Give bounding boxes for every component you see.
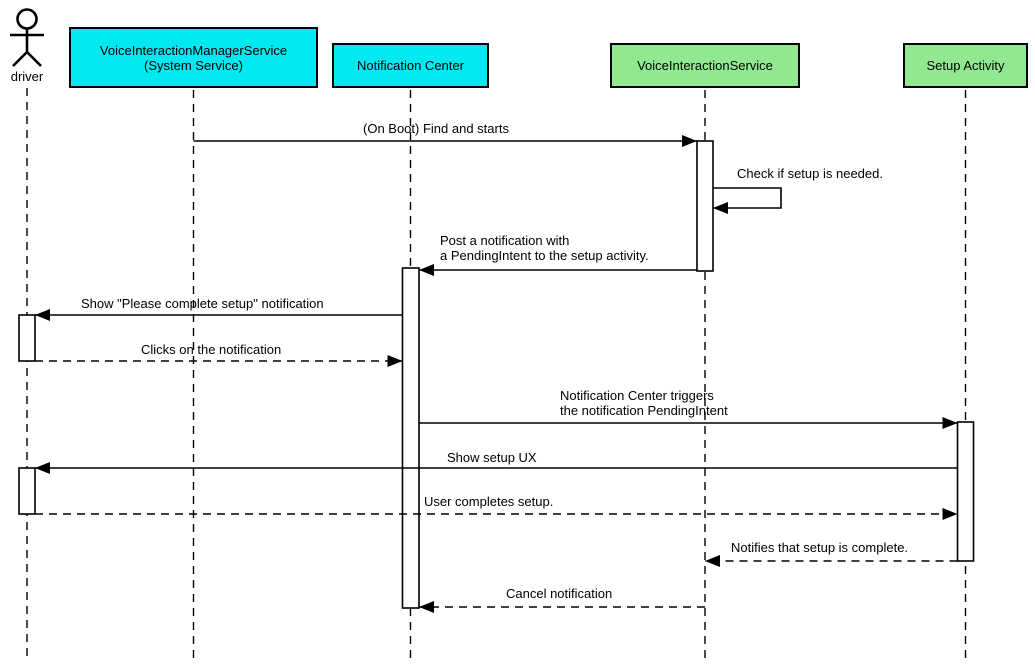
activation-driver-1	[18, 314, 36, 362]
participant-setup-activity: Setup Activity	[903, 43, 1028, 88]
activation-voice-interaction-service	[696, 140, 714, 272]
message-label-on-boot-find-and-starts: (On Boot) Find and starts	[363, 121, 509, 136]
participant-voice-interaction-manager-service: VoiceInteractionManagerService (System S…	[69, 27, 318, 88]
actor-label: driver	[10, 69, 44, 84]
message-arrows	[35, 135, 958, 613]
message-label-user-completes-setup: User completes setup.	[424, 494, 554, 509]
message-label-check-if-setup-needed: Check if setup is needed.	[737, 166, 883, 181]
activation-notification-center	[401, 267, 420, 609]
activation-driver-2	[18, 467, 36, 515]
message-label-show-complete-setup: Show "Please complete setup" notificatio…	[81, 296, 324, 311]
message-label-notifies-setup-complete: Notifies that setup is complete.	[731, 540, 909, 555]
participant-voice-interaction-service: VoiceInteractionService	[610, 43, 800, 88]
participant-notification-center: Notification Center	[332, 43, 489, 88]
activation-bars	[18, 140, 975, 609]
message-label-post-notification: Post a notification with a PendingIntent…	[440, 233, 649, 263]
message-label-clicks-on-notification: Clicks on the notification	[141, 342, 282, 357]
message-label-cancel-notification: Cancel notification	[506, 586, 613, 601]
actor-icon	[10, 8, 44, 67]
message-label-show-setup-ux: Show setup UX	[447, 450, 537, 465]
activation-setup-activity	[956, 421, 975, 562]
message-label-triggers-pendingintent: Notification Center triggers the notific…	[560, 388, 728, 418]
arrow-check-if-setup-needed	[713, 187, 782, 214]
